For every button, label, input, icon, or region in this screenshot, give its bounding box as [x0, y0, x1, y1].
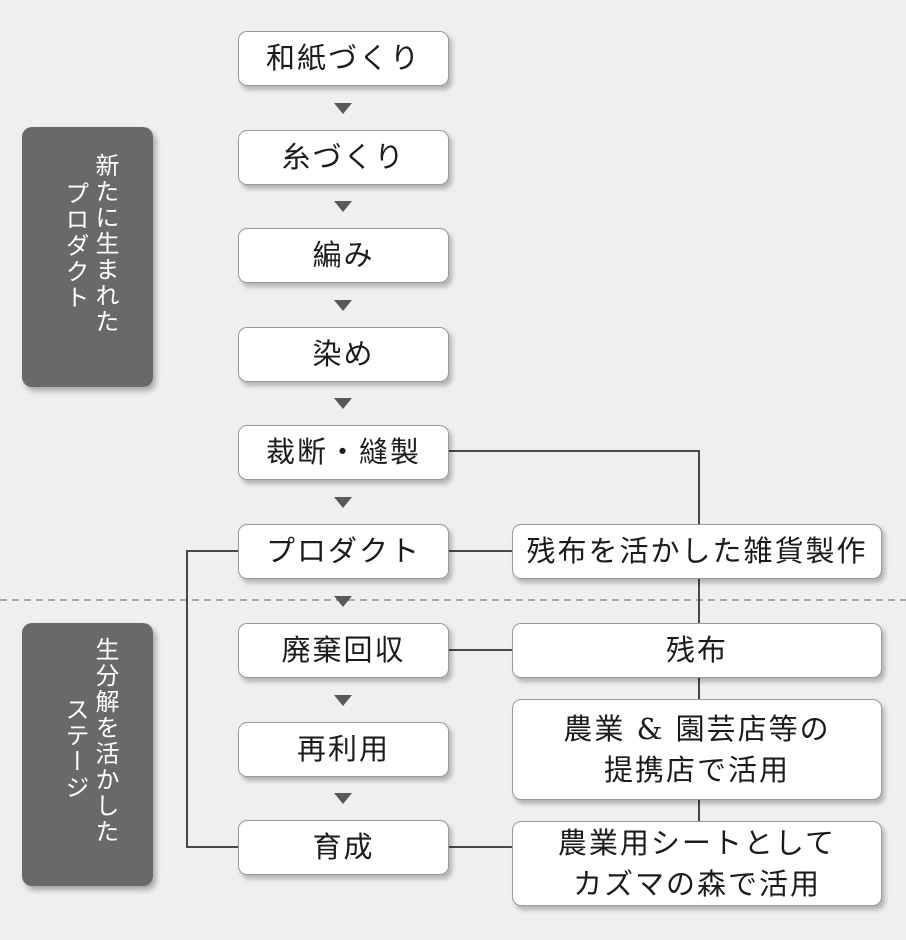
output-label: カズマの森で活用 — [572, 866, 821, 901]
arrow-down-icon — [334, 103, 352, 114]
step-dyeing: 染め — [238, 327, 449, 382]
step-knitting: 編み — [238, 228, 449, 283]
output-zanpu: 残布 — [512, 623, 882, 678]
step-washi-making: 和紙づくり — [238, 31, 449, 86]
connector-line — [186, 550, 188, 848]
arrow-down-icon — [334, 300, 352, 311]
step-label: 糸づくり — [281, 140, 406, 175]
step-label: 編み — [312, 238, 375, 273]
stage-divider-line — [0, 599, 906, 601]
stage-label-text: 新たに生まれた プロダクト — [60, 153, 120, 335]
stage-label-biodegradable-stage: 生分解を活かした ステージ — [22, 623, 153, 886]
arrow-down-icon — [334, 497, 352, 508]
connector-line — [186, 846, 238, 848]
connector-line — [186, 550, 238, 552]
step-growing: 育成 — [238, 820, 449, 875]
connector-line — [448, 550, 512, 552]
output-label: 農業 & 園芸店等の — [563, 712, 831, 747]
output-garden-shop-use: 農業 & 園芸店等の 提携店で活用 — [512, 699, 882, 800]
stage-label-new-product: 新たに生まれた プロダクト — [22, 127, 153, 387]
stage-label-line: 新たに生まれた — [91, 153, 119, 335]
step-product: プロダクト — [238, 524, 449, 579]
step-thread-making: 糸づくり — [238, 130, 449, 185]
arrow-down-icon — [334, 201, 352, 212]
output-zakka-production: 残布を活かした雑貨製作 — [512, 524, 882, 579]
step-label: 育成 — [312, 830, 375, 865]
step-label: 裁断・縫製 — [265, 435, 421, 470]
output-label: 提携店で活用 — [603, 752, 790, 787]
step-label: 和紙づくり — [265, 41, 421, 76]
output-label: 農業用シートとして — [557, 826, 837, 861]
stage-label-line: 生分解を活かした — [91, 637, 119, 845]
connector-line — [448, 649, 512, 651]
step-cutting-sewing: 裁断・縫製 — [238, 425, 449, 480]
connector-line — [448, 450, 700, 452]
stage-label-text: 生分解を活かした ステージ — [60, 637, 120, 845]
step-waste-collection: 廃棄回収 — [238, 623, 449, 678]
stage-label-line: プロダクト — [61, 181, 89, 311]
stage-label-line: ステージ — [61, 697, 89, 801]
step-reuse: 再利用 — [238, 722, 449, 777]
arrow-down-icon — [334, 398, 352, 409]
step-label: プロダクト — [265, 534, 421, 569]
output-label: 残布 — [665, 633, 728, 668]
output-agricultural-sheet-use: 農業用シートとして カズマの森で活用 — [512, 821, 882, 906]
arrow-down-icon — [334, 596, 352, 607]
arrow-down-icon — [334, 695, 352, 706]
step-label: 染め — [312, 337, 375, 372]
output-label: 残布を活かした雑貨製作 — [526, 534, 868, 569]
arrow-down-icon — [334, 793, 352, 804]
connector-line — [448, 846, 512, 848]
step-label: 再利用 — [296, 732, 390, 767]
step-label: 廃棄回収 — [281, 633, 406, 668]
